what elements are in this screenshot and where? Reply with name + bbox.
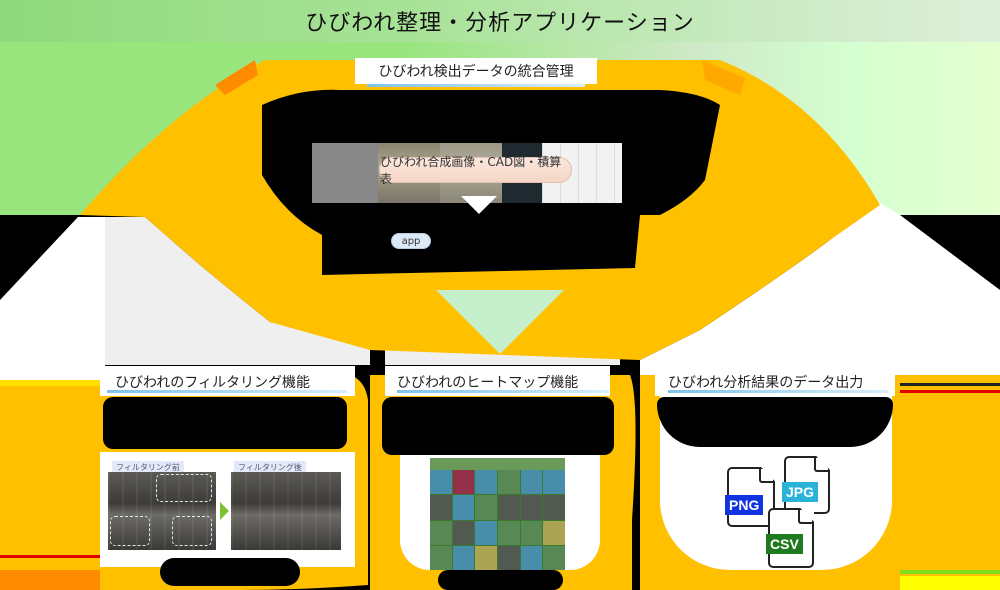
csv-file-icon: CSV [766,508,814,568]
csv-badge: CSV [766,534,803,554]
file-fold [814,456,830,472]
feature-title-filtering: ひびわれのフィルタリング機能 [115,375,311,391]
file-fold [759,467,775,483]
heat-cell [497,495,520,520]
images-caption: ひびわれ合成画像・CAD図・積算表 [380,155,562,186]
heat-cell [475,495,497,520]
heat-cell [520,495,543,520]
heat-cell [452,545,475,570]
page-title: ひびわれ整理・分析アプリケーション [305,11,695,36]
top-section-label: ひびわれ検出データの統合管理 [355,58,597,84]
title-bar: ひびわれ整理・分析アプリケーション [0,0,1000,42]
heat-cell [543,470,565,495]
heat-cell [452,495,475,520]
redacted-text-block [103,397,347,449]
image-placeholder [312,143,378,203]
app-badge-label: app [401,235,421,247]
heat-cell [543,495,565,520]
heatmap-header-bar [430,458,565,470]
jpg-badge: JPG [782,482,819,502]
label-underline [397,390,609,393]
selection-box [156,474,212,502]
jpg-file-icon: JPG [782,456,830,514]
heat-cell [543,520,565,545]
app-badge: app [391,233,431,249]
heat-cell [430,470,452,495]
heat-cell [475,470,497,495]
label-underline [107,390,347,393]
selection-box [110,516,150,546]
heat-cell [497,470,520,495]
label-underline [668,390,888,393]
file-fold [798,508,814,524]
images-caption-pill: ひびわれ合成画像・CAD図・積算表 [379,155,572,186]
source-images-strip [312,143,622,203]
heat-cell [520,520,543,545]
heatmap-grid [430,470,565,570]
heat-cell [430,520,452,545]
before-filter-image [108,472,216,550]
heat-cell [475,520,497,545]
heat-cell [430,495,452,520]
after-filter-image [231,472,341,550]
heat-cell [520,470,543,495]
heat-cell [497,520,520,545]
arrow-right-icon [220,502,229,520]
redacted-text-block [657,397,893,447]
after-filter-label: フィルタリング後 [234,461,306,474]
selection-box [172,516,212,546]
heat-cell [475,545,497,570]
heat-cell [452,520,475,545]
heat-cell [520,545,543,570]
png-file-icon: PNG [725,467,775,527]
redacted-text-block [382,397,614,455]
down-arrow-small-icon [461,196,497,214]
heat-cell [543,545,565,570]
top-section-title: ひびわれ検出データの統合管理 [378,64,574,80]
feature-title-output: ひびわれ分析結果のデータ出力 [668,375,864,391]
heat-cell [497,545,520,570]
heat-cell [430,545,452,570]
down-arrow-icon [436,290,564,354]
heat-cell [452,470,475,495]
feature-title-heatmap: ひびわれのヒートマップ機能 [397,375,579,391]
estimate-sheet-image [542,143,622,203]
label-underline [367,84,585,87]
redacted-caption [438,570,563,590]
png-badge: PNG [725,495,764,515]
redacted-caption [160,558,300,586]
before-filter-label: フィルタリング前 [112,461,184,474]
